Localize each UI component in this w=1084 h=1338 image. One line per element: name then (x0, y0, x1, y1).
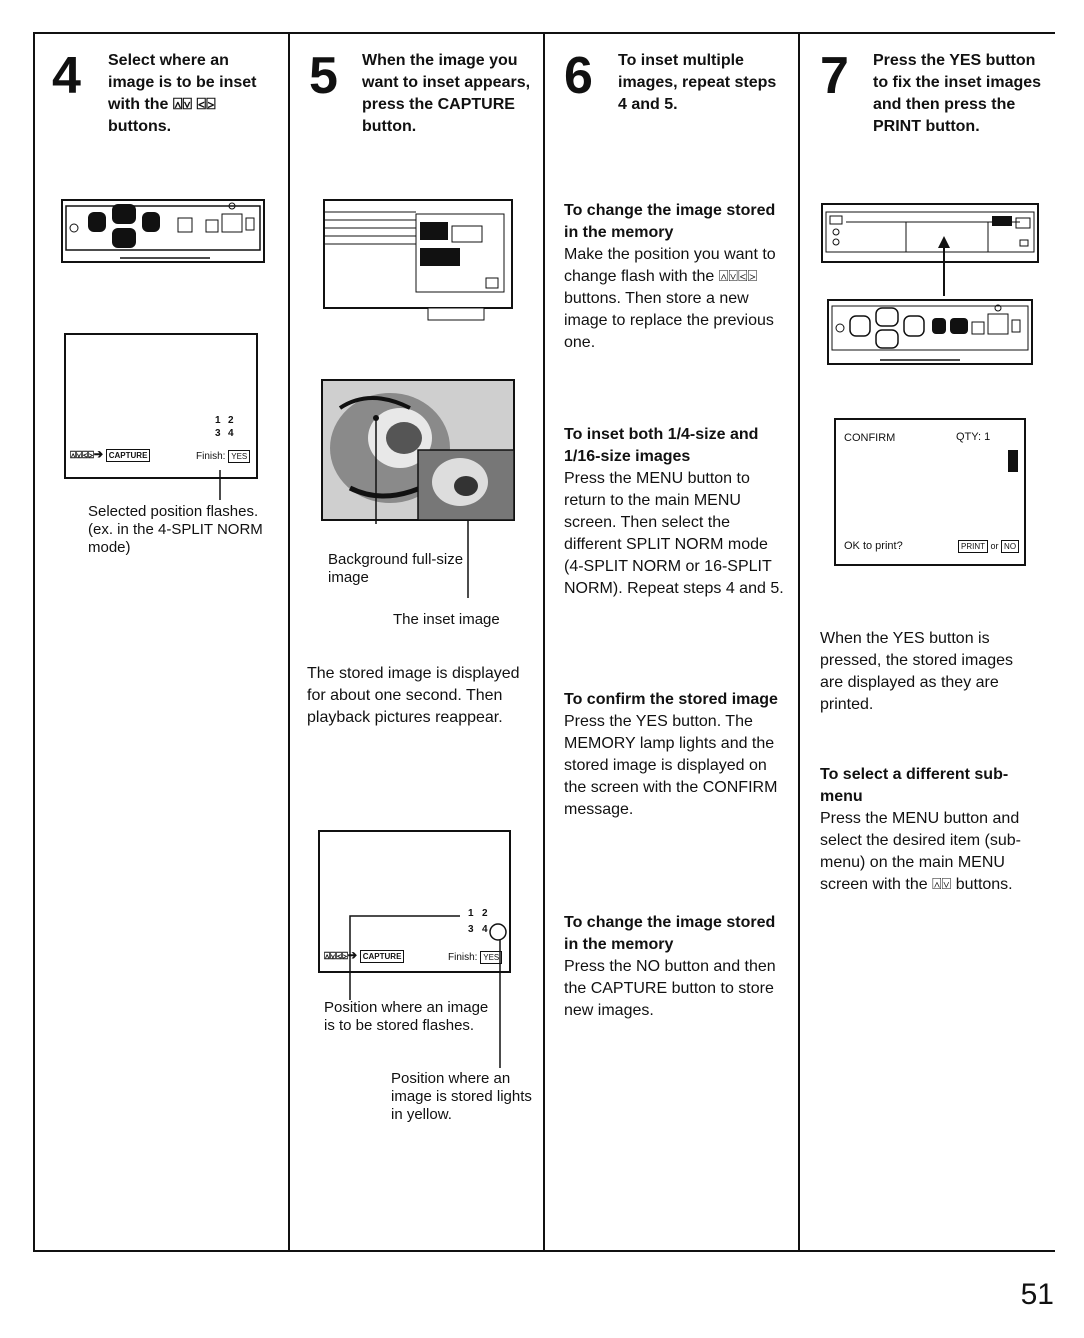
ok-to-print-label: OK to print? (844, 540, 903, 552)
step-number: 7 (820, 47, 849, 105)
monitor-screen: ⍓⍌⍃⍄➔ CAPTURE Finish: YES 1 2 3 4 (64, 333, 258, 479)
step-number: 6 (564, 47, 593, 105)
confirm-label: CONFIRM (844, 432, 896, 444)
split-position-4: 4 (482, 924, 488, 935)
control-panel-illustration (61, 199, 265, 263)
step-5-body: The stored image is displayed for about … (307, 665, 520, 726)
quantity-label: QTY: 1 (956, 431, 991, 443)
printer-and-panel-illustration (821, 203, 1039, 365)
screen-key-row: ⍓⍌⍃⍄➔ CAPTURE (324, 950, 405, 963)
step-number: 4 (52, 47, 81, 105)
confirm-screen: CONFIRM QTY: 1 OK to print? PRINT or NO (834, 418, 1026, 566)
step-heading: When the image you want to inset appears… (362, 52, 531, 135)
arrow-buttons-icon: ⍓⍌⍃⍄➔ (324, 951, 357, 962)
column-divider (33, 32, 35, 1252)
step-number: 5 (309, 47, 338, 105)
yes-key-label: YES (228, 450, 251, 463)
selected-position-caption: Selected position flashes. (ex. in the 4… (88, 503, 263, 556)
split-position-4: 4 (228, 428, 234, 439)
step-heading: Select where an image is to be inset wit… (108, 52, 257, 135)
section-inset-both: To inset both 1/4-size and 1/16-size ima… (564, 426, 784, 597)
capture-key-label: CAPTURE (359, 950, 405, 963)
yes-key-label: YES (480, 951, 503, 964)
split-position-1: 1 (215, 415, 221, 426)
step-heading: To inset multiple images, repeat steps 4… (618, 52, 777, 113)
step-heading: Press the YES button to fix the inset im… (873, 52, 1042, 135)
callout-line (219, 470, 221, 500)
split-position-3: 3 (215, 428, 221, 439)
callout-lines (349, 915, 507, 1068)
section-change-image: To change the image stored in the memory… (564, 202, 776, 351)
print-key-label: PRINT (958, 540, 988, 553)
inset-image-illustration (321, 379, 515, 524)
finish-label: Finish: YES (448, 951, 503, 964)
arrow-buttons-icon: ⍓⍌⍃⍄➔ (70, 450, 103, 461)
column-divider (543, 32, 545, 1252)
scroll-arrows-icon (1008, 450, 1018, 472)
step-7-body: When the YES button is pressed, the stor… (820, 630, 1013, 713)
split-position-2: 2 (482, 908, 488, 919)
column-divider (798, 32, 800, 1252)
finish-label: Finish: YES (196, 450, 251, 463)
position-stored-caption: Position where an image is stored lights… (391, 1070, 532, 1123)
no-key-label: NO (1001, 540, 1020, 553)
page-number: 51 (1020, 1278, 1054, 1311)
split-position-1: 1 (468, 908, 474, 919)
position-flashes-caption: Position where an image is to be stored … (324, 999, 489, 1034)
column-divider (288, 32, 290, 1252)
inset-image-caption: The inset image (393, 611, 500, 628)
split-position-2: 2 (228, 415, 234, 426)
print-or-no-keys: PRINT or NO (958, 540, 1020, 553)
split-position-3: 3 (468, 924, 474, 935)
section-confirm: To confirm the stored image Press the YE… (564, 691, 778, 818)
printer-front-illustration (323, 199, 513, 321)
section-change-image-2: To change the image stored in the memory… (564, 914, 776, 1019)
capture-key-label: CAPTURE (105, 449, 151, 462)
background-image-caption: Background full-size image (328, 551, 464, 586)
screen-key-row: ⍓⍌⍃⍄➔ CAPTURE (70, 449, 151, 462)
section-select-submenu: To select a different sub-menu Press the… (820, 766, 1021, 893)
callout-line (467, 520, 469, 598)
